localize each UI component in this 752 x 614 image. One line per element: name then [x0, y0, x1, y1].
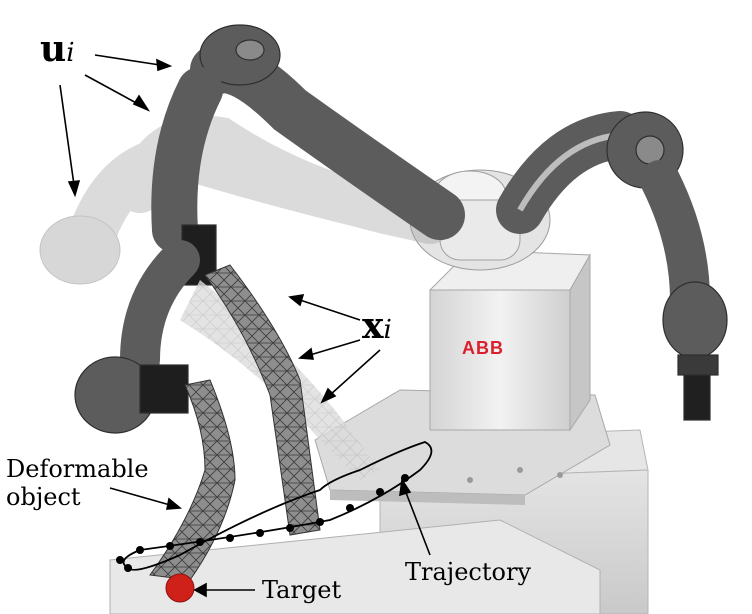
u-sub: i: [66, 38, 75, 68]
brand-logo: ABB: [462, 338, 504, 358]
target-label: Target: [262, 576, 342, 604]
trajectory-path: [116, 441, 433, 572]
annotation-arrows: [59, 54, 431, 598]
x-sub: i: [383, 315, 392, 345]
robot-right-arm: [496, 111, 728, 421]
target-marker: [165, 573, 195, 603]
trajectory-label: Trajectory: [405, 558, 531, 586]
x-var: x: [362, 305, 384, 347]
u-var: u: [40, 28, 67, 70]
robot-left-arm: [74, 24, 465, 434]
deformable-object-label: Deformable object: [6, 455, 149, 511]
cable-right: [204, 264, 321, 536]
control-input-label: ui: [40, 28, 75, 70]
state-label: xi: [362, 305, 392, 347]
